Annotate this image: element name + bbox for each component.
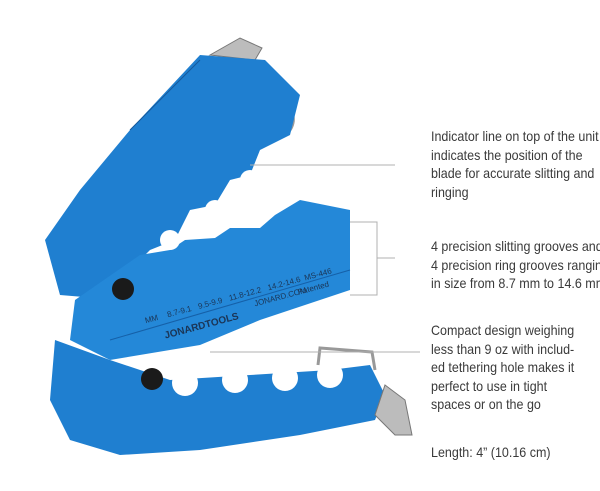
callout-line: perfect to use in tight	[431, 378, 548, 394]
pivot-screw-top	[112, 278, 134, 300]
callout-line: 4 precision ring grooves ranging	[431, 257, 600, 273]
callout-line: spaces or on the go	[431, 397, 541, 412]
callout-indicator: Indicator line on top of the unit indica…	[431, 128, 599, 202]
callout-line: ringing	[431, 184, 469, 200]
callout-line: ed tethering hole makes it	[431, 360, 575, 375]
callout-grooves: 4 precision slitting grooves and 4 preci…	[431, 238, 600, 294]
indicator-line-mark	[129, 59, 201, 131]
callout-line: less than 9 oz with includ-	[431, 341, 575, 357]
marking-unit: MM	[144, 313, 160, 325]
pivot-screw-bottom	[141, 368, 163, 390]
callout-line: indicates the position of the	[431, 147, 583, 163]
tether-loop-bottom	[316, 346, 377, 371]
callout-line: in size from 8.7 mm to 14.6 mm	[431, 276, 600, 291]
bottom-blade	[374, 384, 413, 436]
callout-line: Indicator line on top of the unit	[431, 129, 599, 144]
callout-line: blade for accurate slitting and	[431, 166, 595, 181]
groove-block	[70, 200, 350, 360]
callout-line: 4 precision slitting grooves and	[431, 239, 600, 254]
upper-arm	[45, 55, 300, 300]
callout-length: Length: 4” (10.16 cm)	[431, 445, 551, 460]
lower-arm	[50, 340, 385, 455]
callout-line: Compact design weighing	[431, 323, 575, 338]
callout-compact: Compact design weighing less than 9 oz w…	[431, 322, 574, 415]
callout-bracket-grooves	[350, 221, 378, 296]
